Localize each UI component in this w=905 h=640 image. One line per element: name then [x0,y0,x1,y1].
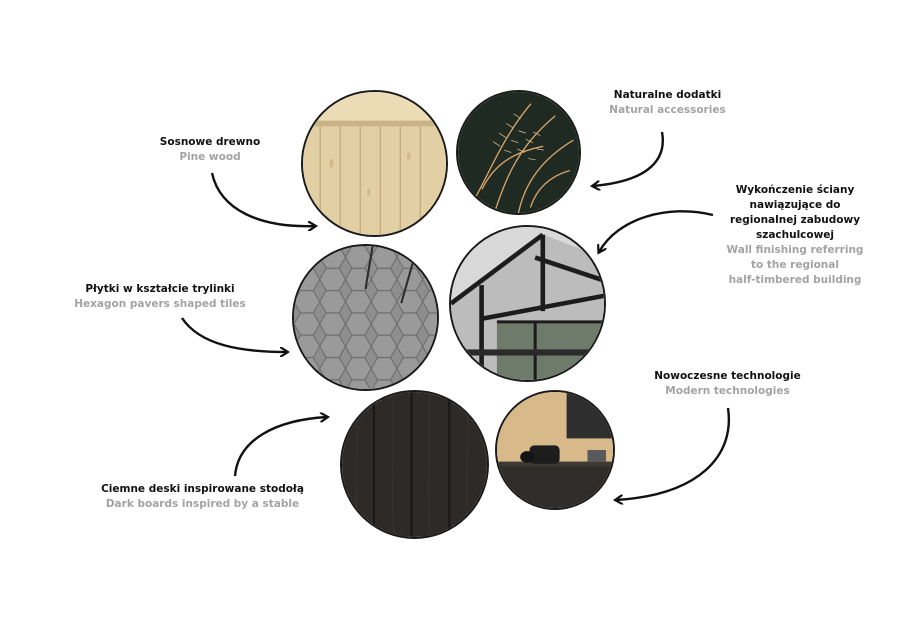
hexagon-tiles-image [292,244,439,391]
label-pine-wood: Sosnowe drewno Pine wood [130,135,290,165]
label-dark-en: Dark boards inspired by a stable [105,498,300,510]
natural-accessories-image [456,90,581,215]
label-modern: Nowoczesne technologie Modern technologi… [635,369,820,399]
label-dark: Ciemne deski inspirowane stodołą Dark bo… [75,482,330,512]
label-wall-en-3: half-timbered building [728,274,862,286]
arrow-dark [233,417,327,477]
label-wall-en-2: to the regional [751,259,839,271]
label-hexagon-en: Hexagon pavers shaped tiles [74,298,246,310]
label-modern-en: Modern technologies [665,385,790,397]
label-dark-pl: Ciemne deski inspirowane stodołą [101,483,304,495]
arrow-wall [599,210,714,252]
arrow-modern [616,407,731,500]
label-wall-pl-2: nawiązujące do [749,199,841,211]
arrow-natural [593,131,664,186]
label-wall-pl-4: szachulcowej [755,229,835,241]
label-wall-en-1: Wall finishing referring [726,244,864,256]
label-pine-wood-en: Pine wood [179,151,241,163]
label-natural: Naturalne dodatki Natural accessories [580,88,755,118]
label-wall: Wykończenie ściany nawiązujące do region… [700,183,890,288]
label-natural-en: Natural accessories [609,104,726,116]
wall-finishing-image [449,225,606,382]
arrow-hexagon [181,317,287,352]
label-wall-pl-1: Wykończenie ściany [735,184,855,196]
arrow-pine [210,172,315,226]
label-hexagon-pl: Płytki w kształcie trylinki [85,283,235,295]
label-natural-pl: Naturalne dodatki [613,89,722,101]
label-modern-pl: Nowoczesne technologie [654,370,801,382]
label-hexagon: Płytki w kształcie trylinki Hexagon pave… [55,282,265,312]
dark-boards-image [340,390,489,539]
modern-technology-image [495,390,615,510]
pine-wood-image [301,90,448,237]
label-wall-pl-3: regionalnej zabudowy [729,214,861,226]
label-pine-wood-pl: Sosnowe drewno [159,136,261,148]
